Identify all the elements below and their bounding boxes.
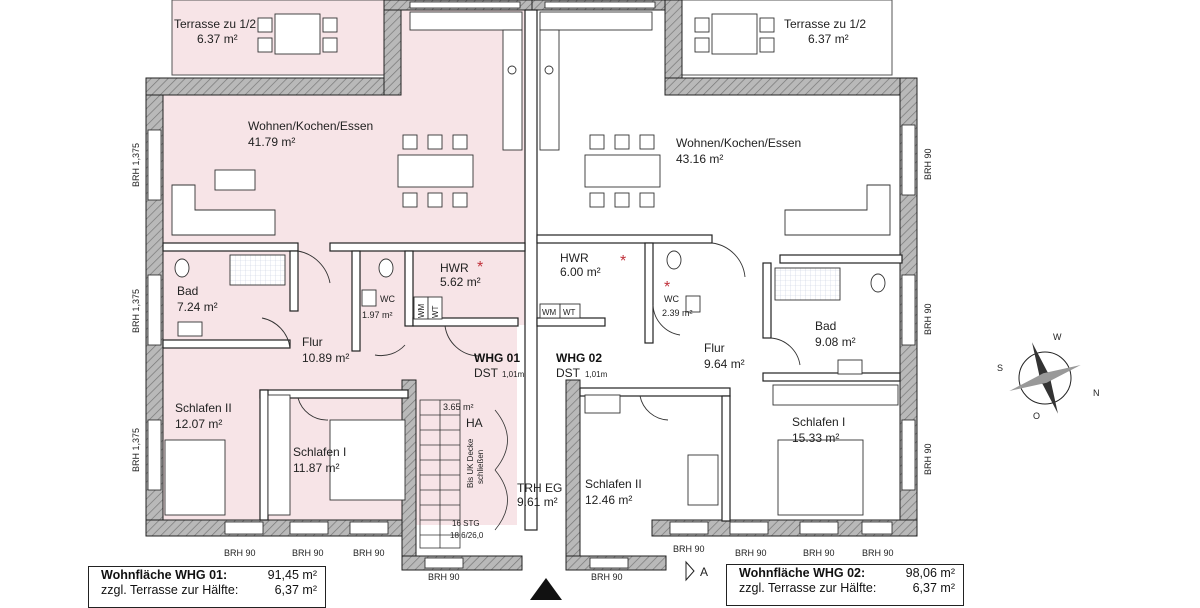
summary-label: Wohnfläche WHG 01: <box>101 568 228 582</box>
hwr1-name: HWR <box>440 261 469 275</box>
wc2-name: WC <box>664 294 679 304</box>
schlafen2-right-area: 12.46 m² <box>585 493 632 507</box>
schlafen1-right-area: 15.33 m² <box>792 431 839 445</box>
trh-area: 9.61 m² <box>517 495 558 509</box>
section-arrow <box>530 578 562 600</box>
brh-bottom-2: BRH 90 <box>292 548 324 558</box>
summary-row-terrace: zzgl. Terrasse zur Hälfte: 6,37 m² <box>727 580 963 595</box>
compass-icon: N S W O <box>997 332 1100 421</box>
stair-ratio: 18,6/26,0 <box>450 531 484 540</box>
hwr2-star: * <box>620 253 626 270</box>
brh-bottom-8: BRH 90 <box>803 548 835 558</box>
wm-label-1: WM <box>417 303 426 318</box>
brh-left-1: BRH 1,375 <box>131 143 141 187</box>
brh-labels: BRH 1,375 BRH 1,375 BRH 1,375 BRH 90 BRH… <box>131 143 933 582</box>
hwr2-name: HWR <box>560 251 589 265</box>
whg02-dst-size: 1,01m <box>585 370 608 379</box>
flur2-area: 9.64 m² <box>704 357 745 371</box>
whg01-label: WHG 01 <box>474 351 520 365</box>
summary-label-2: zzgl. Terrasse zur Hälfte: <box>739 581 877 595</box>
interior-walls <box>162 9 903 531</box>
brh-right-2: BRH 90 <box>923 303 933 335</box>
bad1-area: 7.24 m² <box>177 300 218 314</box>
schlafen2-left-name: Schlafen II <box>175 401 232 415</box>
wke2-name: Wohnen/Kochen/Essen <box>676 136 801 150</box>
whg01-dst-size: 1,01m <box>502 370 525 379</box>
brh-bottom-5: BRH 90 <box>591 572 623 582</box>
whg02-dst: DST <box>556 366 581 380</box>
compass-o: O <box>1033 411 1040 421</box>
brh-bottom-6: BRH 90 <box>673 544 705 554</box>
terrace-left-name: Terrasse zu 1/2 <box>174 17 256 31</box>
summary-row-living: Wohnfläche WHG 01: 91,45 m² <box>89 567 325 582</box>
brh-left-2: BRH 1,375 <box>131 289 141 333</box>
summary-value: 91,45 m² <box>267 568 317 582</box>
schlafen2-right-name: Schlafen II <box>585 477 642 491</box>
ha-name: HA <box>466 416 483 430</box>
compass-w: W <box>1053 332 1062 342</box>
brh-bottom-9: BRH 90 <box>862 548 894 558</box>
wt-label-2: WT <box>563 308 576 317</box>
wc2-star: * <box>664 279 670 296</box>
trh-name: TRH EG <box>517 481 562 495</box>
summary-label-2: zzgl. Terrasse zur Hälfte: <box>101 583 239 597</box>
wc1-area: 1.97 m² <box>362 310 393 320</box>
wc2-area: 2.39 m² <box>662 308 693 318</box>
furniture <box>164 11 899 516</box>
wke1-area: 41.79 m² <box>248 135 295 149</box>
wke1-name: Wohnen/Kochen/Essen <box>248 119 373 133</box>
schlafen1-left-area: 11.87 m² <box>293 461 339 475</box>
bad2-name: Bad <box>815 319 836 333</box>
summary-label: Wohnfläche WHG 02: <box>739 566 866 580</box>
doors <box>261 242 801 421</box>
whg01-dst: DST <box>474 366 499 380</box>
brh-bottom-1: BRH 90 <box>224 548 256 558</box>
bad1-name: Bad <box>177 284 198 298</box>
brh-right-1: BRH 90 <box>923 148 933 180</box>
summary-box-whg01: Wohnfläche WHG 01: 91,45 m² zzgl. Terras… <box>88 566 326 608</box>
wke2-area: 43.16 m² <box>676 152 723 166</box>
summary-value-2: 6,37 m² <box>912 581 955 595</box>
stair-steps: 16 STG <box>452 519 480 528</box>
windows <box>147 1 916 569</box>
wt-label-1: WT <box>431 305 440 318</box>
summary-row-terrace: zzgl. Terrasse zur Hälfte: 6,37 m² <box>89 582 325 597</box>
schlafen2-left-area: 12.07 m² <box>175 417 222 431</box>
summary-value: 98,06 m² <box>905 566 955 580</box>
terrace-right-area: 6.37 m² <box>808 32 849 46</box>
terrace-right-name: Terrasse zu 1/2 <box>784 17 866 31</box>
brh-left-3: BRH 1,375 <box>131 428 141 472</box>
flur1-area: 10.89 m² <box>302 351 349 365</box>
bad2-area: 9.08 m² <box>815 335 856 349</box>
wm-label-2: WM <box>542 308 557 317</box>
terrace-left-area: 6.37 m² <box>197 32 238 46</box>
flur1-name: Flur <box>302 335 323 349</box>
brh-bottom-4: BRH 90 <box>428 572 460 582</box>
stair-note-1: Bis UK Decke <box>466 438 475 488</box>
compass-n: N <box>1093 388 1100 398</box>
summary-row-living: Wohnfläche WHG 02: 98,06 m² <box>727 565 963 580</box>
section-marker-icon <box>685 560 695 582</box>
flur2-name: Flur <box>704 341 725 355</box>
hwr1-star: * <box>477 259 483 276</box>
brh-right-3: BRH 90 <box>923 443 933 475</box>
wc1-name: WC <box>380 294 395 304</box>
schlafen1-right-name: Schlafen I <box>792 415 845 429</box>
brh-bottom-7: BRH 90 <box>735 548 767 558</box>
staircase <box>419 399 508 549</box>
ha-area: 3.65 m² <box>443 402 474 412</box>
whg02-label: WHG 02 <box>556 351 602 365</box>
hwr2-area: 6.00 m² <box>560 265 601 279</box>
schlafen1-left-name: Schlafen I <box>293 445 346 459</box>
stair-note-2: schließen <box>476 450 485 484</box>
room-labels: Terrasse zu 1/2 6.37 m² Terrasse zu 1/2 … <box>174 17 866 579</box>
hwr1-area: 5.62 m² <box>440 275 481 289</box>
section-marker-a: A <box>700 565 708 579</box>
brh-bottom-3: BRH 90 <box>353 548 385 558</box>
compass-s: S <box>997 363 1003 373</box>
summary-value-2: 6,37 m² <box>274 583 317 597</box>
